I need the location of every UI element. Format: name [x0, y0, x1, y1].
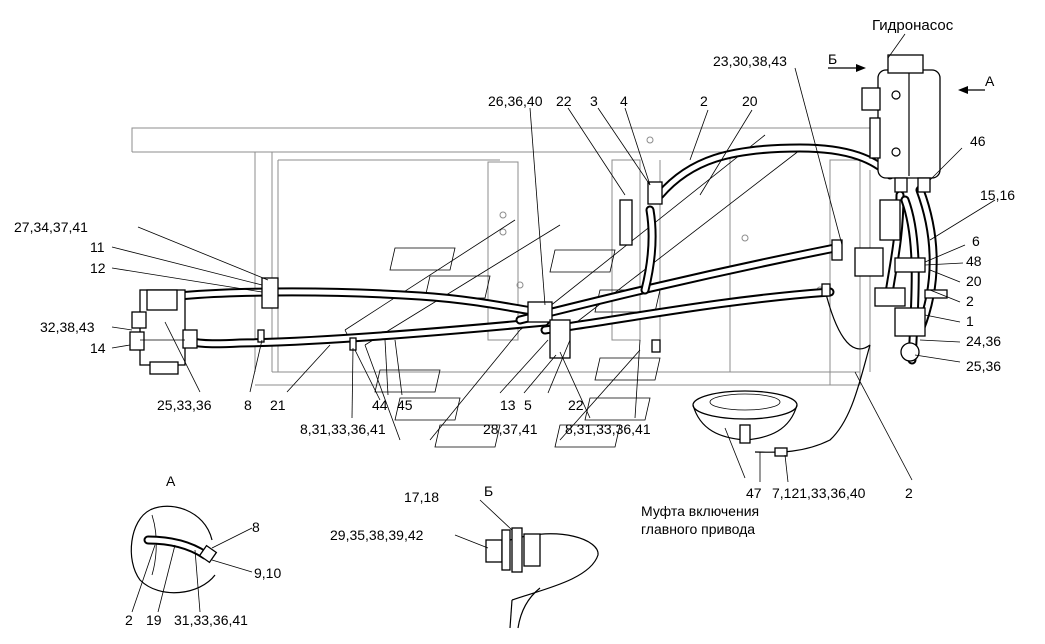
- label-23-30-38-43: 23,30,38,43: [713, 53, 787, 69]
- left-valve-block: [129, 289, 198, 375]
- label-4: 4: [620, 93, 628, 109]
- label-26-36-40: 26,36,40: [488, 93, 543, 109]
- label-8-31-33-36-41-a: 8,31,33,36,41: [300, 421, 386, 437]
- label-46: 46: [970, 133, 986, 149]
- label-8-bottom: 8: [244, 397, 252, 413]
- label-22-top: 22: [556, 93, 572, 109]
- label-6: 6: [972, 233, 980, 249]
- right-valve-cluster: [854, 199, 948, 362]
- label-view-b-title: Б: [484, 483, 493, 499]
- label-a-19: 19: [146, 612, 162, 628]
- label-25-33-36: 25,33,36: [157, 397, 212, 413]
- label-8-31-33-36-41-b: 8,31,33,36,41: [565, 421, 651, 437]
- hose-clamps: [257, 181, 843, 359]
- label-a-31-33-36-41: 31,33,36,41: [174, 612, 248, 628]
- label-47: 47: [746, 485, 762, 501]
- view-b-detail: [454, 499, 599, 629]
- label-b-29-35-38-39-42: 29,35,38,39,42: [330, 527, 424, 543]
- label-hydronasos: Гидронасос: [872, 17, 954, 34]
- label-21: 21: [270, 397, 286, 413]
- label-27-34-37-41: 27,34,37,41: [14, 219, 88, 235]
- label-5: 5: [524, 397, 532, 413]
- label-view-a-top: А: [985, 73, 995, 89]
- label-22-bottom: 22: [568, 397, 584, 413]
- label-13: 13: [500, 397, 516, 413]
- main-drive-clutch: [692, 390, 798, 457]
- label-clutch-line1: Муфта включения: [641, 503, 759, 519]
- label-a-2: 2: [125, 612, 133, 628]
- label-32-38-43: 32,38,43: [40, 319, 95, 335]
- chassis-frame: [131, 127, 880, 386]
- label-7-121-33-36-40: 7,121,33,36,40: [772, 485, 866, 501]
- label-a-8: 8: [252, 519, 260, 535]
- label-2-right: 2: [966, 293, 974, 309]
- label-2-top: 2: [700, 93, 708, 109]
- label-28-37-41: 28,37,41: [483, 421, 538, 437]
- label-45: 45: [397, 397, 413, 413]
- view-a-detail: [130, 505, 253, 613]
- hydraulic-pump: [861, 54, 941, 193]
- label-view-b-top: Б: [828, 51, 837, 67]
- leader-lines: [111, 33, 996, 483]
- part-number-labels: Гидронасос Б А 23,30,38,43 26,36,40 22 3…: [14, 17, 1015, 628]
- label-25-36: 25,36: [966, 358, 1001, 374]
- label-20-top: 20: [742, 93, 758, 109]
- label-1: 1: [966, 313, 974, 329]
- label-clutch-line2: главного привода: [641, 521, 755, 537]
- view-arrows: [828, 64, 985, 94]
- label-12: 12: [90, 260, 106, 276]
- label-11: 11: [90, 239, 105, 255]
- label-14: 14: [90, 340, 106, 356]
- label-3: 3: [590, 93, 598, 109]
- label-view-a-title: А: [166, 473, 176, 489]
- label-a-9-10: 9,10: [254, 565, 281, 581]
- label-2-bottom: 2: [905, 485, 913, 501]
- label-48: 48: [966, 253, 982, 269]
- label-b-17-18: 17,18: [404, 489, 439, 505]
- label-44: 44: [372, 397, 388, 413]
- label-20-right: 20: [966, 273, 982, 289]
- label-24-36: 24,36: [966, 333, 1001, 349]
- label-15-16: 15,16: [980, 187, 1015, 203]
